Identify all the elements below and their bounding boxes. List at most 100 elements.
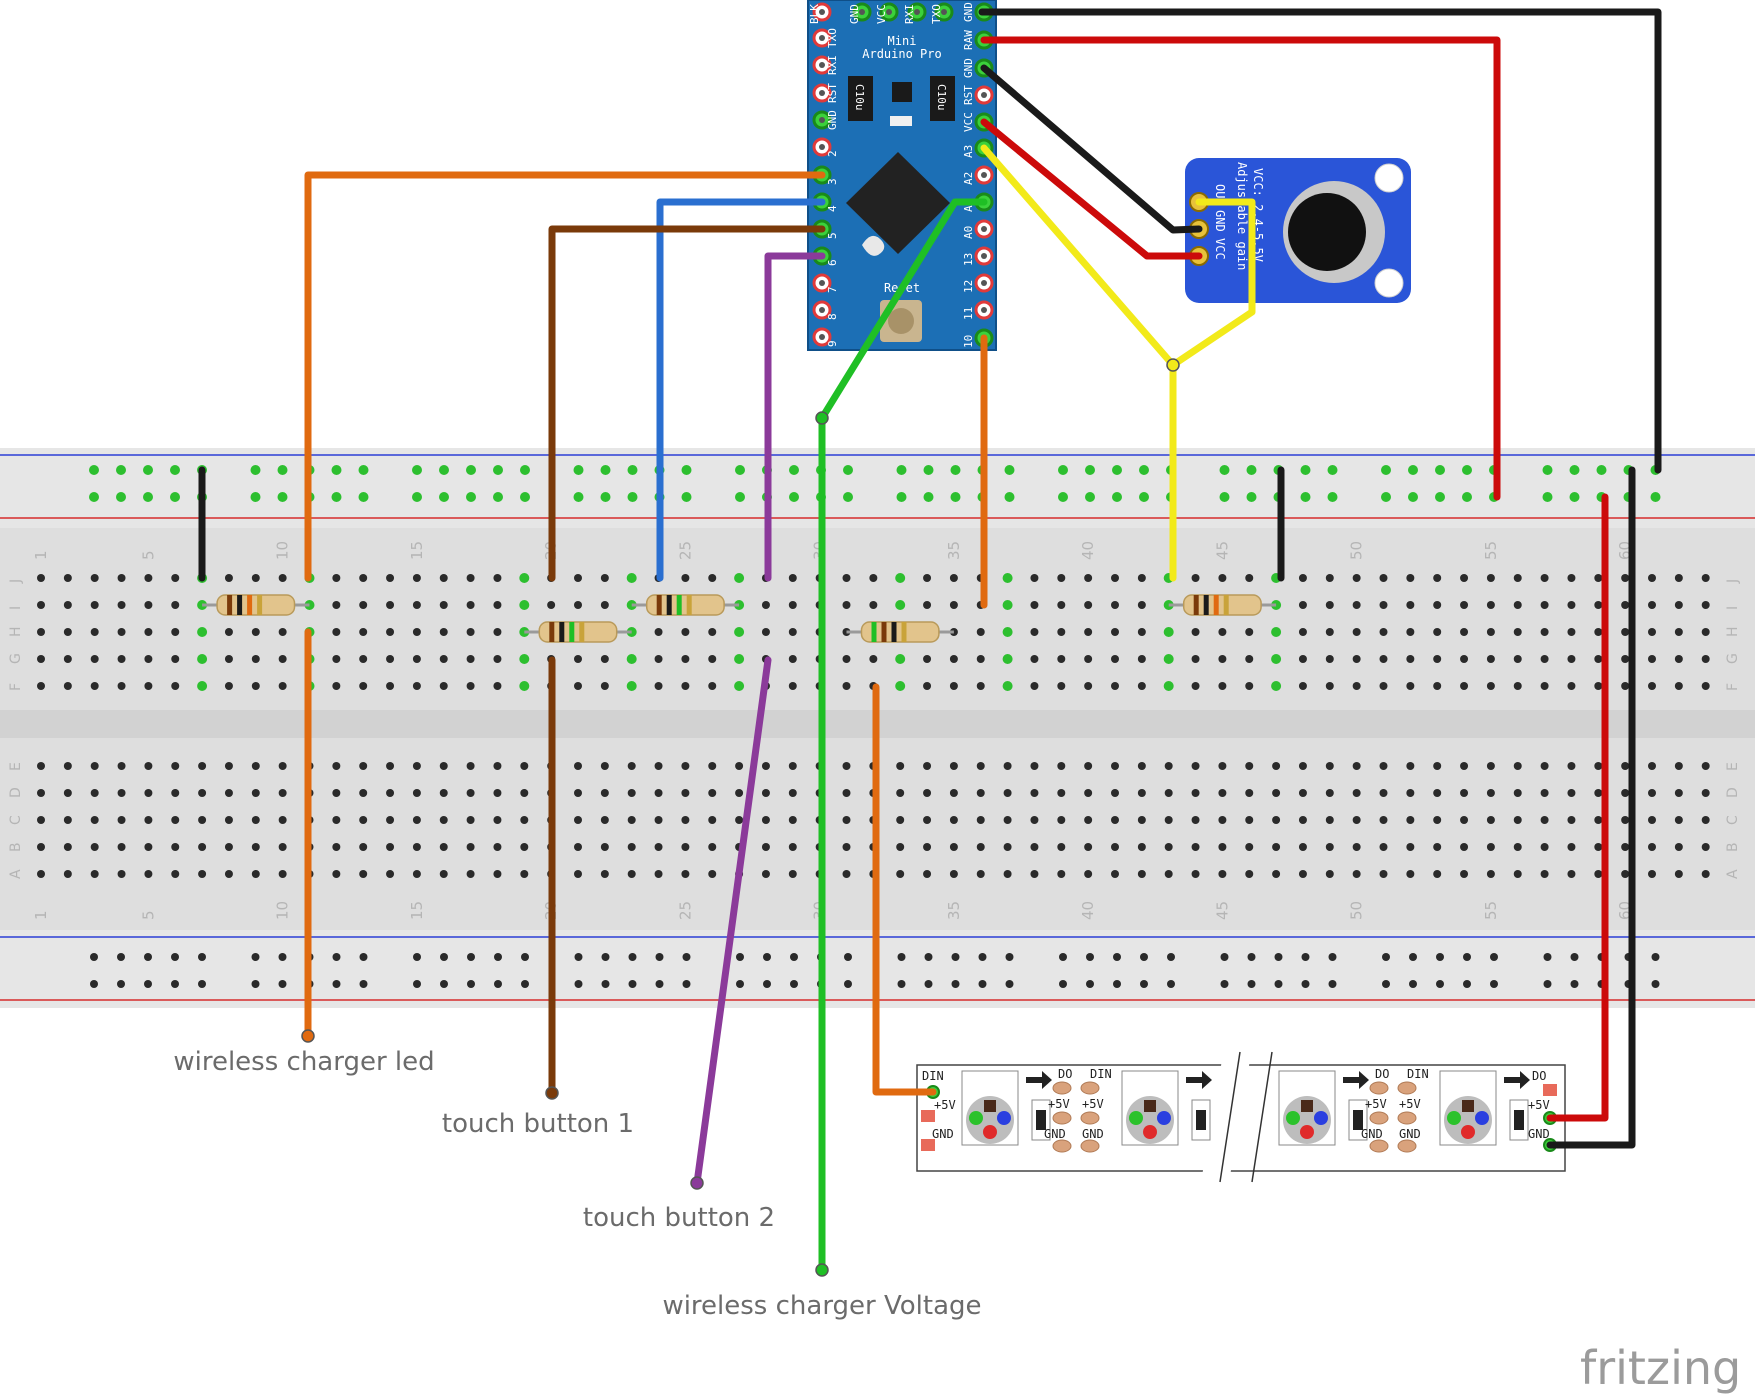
column-number: 1 xyxy=(32,910,50,920)
rail-hole xyxy=(1247,953,1256,961)
breadboard-hole xyxy=(1002,654,1013,664)
rail-hole xyxy=(763,953,771,961)
strip-pad-label: GND xyxy=(1361,1127,1383,1141)
strip-pad-label: GND xyxy=(1044,1127,1066,1141)
rail-hole xyxy=(1112,465,1122,475)
strip-do-label-end: DO xyxy=(1532,1069,1546,1083)
breadboard-hole xyxy=(1701,870,1710,878)
rail-hole xyxy=(600,492,611,502)
rail-hole xyxy=(950,465,961,475)
arduino-right-pin-label: A2 xyxy=(962,172,975,185)
breadboard-hole xyxy=(1084,789,1093,797)
breadboard-hole xyxy=(1460,816,1469,824)
arduino-left-pin-label: TXO xyxy=(826,28,839,48)
breadboard-hole xyxy=(1594,574,1603,582)
breadboard-hole xyxy=(1111,682,1119,690)
breadboard-hole xyxy=(734,573,745,583)
breadboard-hole xyxy=(1540,762,1549,770)
breadboard-hole xyxy=(1137,762,1146,770)
breadboard-hole xyxy=(63,789,72,797)
breadboard-hole xyxy=(1137,574,1146,582)
column-number: 55 xyxy=(1482,901,1500,920)
breadboard-hole xyxy=(1111,789,1119,797)
breadboard-hole xyxy=(37,816,45,824)
rail-hole xyxy=(493,492,503,502)
rail-hole xyxy=(978,980,987,988)
rail-hole xyxy=(440,953,448,961)
breadboard-hole xyxy=(1513,816,1522,824)
breadboard-hole xyxy=(1674,682,1683,690)
rail-hole xyxy=(601,980,610,988)
breadboard-hole xyxy=(923,870,932,878)
rail-hole xyxy=(89,465,99,475)
arduino-top-pin-label: GND xyxy=(848,4,861,24)
breadboard-hole xyxy=(1513,870,1522,878)
breadboard-hole xyxy=(493,816,502,824)
breadboard-hole xyxy=(171,628,180,636)
breadboard-hole xyxy=(1272,816,1281,824)
breadboard-hole xyxy=(171,762,180,770)
breadboard-hole xyxy=(1002,681,1013,691)
strip-din-label: DIN xyxy=(922,1069,944,1083)
breadboard-hole xyxy=(708,789,717,797)
rail-hole xyxy=(923,492,934,502)
breadboard-hole xyxy=(1621,655,1630,663)
rail-hole xyxy=(951,953,960,961)
breadboard-hole xyxy=(1379,789,1388,797)
breadboard-hole xyxy=(1701,762,1710,770)
rail-hole xyxy=(358,465,369,475)
capacitor-1-label: C10u xyxy=(853,84,866,111)
wire-endpoint xyxy=(301,1029,315,1043)
breadboard-hole xyxy=(1567,843,1576,851)
rail-hole xyxy=(251,980,260,988)
breadboard-hole xyxy=(681,843,690,851)
rail-hole xyxy=(1112,492,1122,502)
breadboard-hole xyxy=(117,789,126,797)
rail-hole xyxy=(358,492,369,502)
breadboard-hole xyxy=(1540,655,1549,663)
column-number: 15 xyxy=(408,901,426,920)
breadboard-hole xyxy=(1567,601,1576,609)
rail-hole xyxy=(143,465,153,475)
breadboard-hole xyxy=(412,628,421,636)
rail-hole xyxy=(1300,492,1311,502)
rail-hole xyxy=(520,492,530,502)
breadboard-hole xyxy=(412,843,421,851)
breadboard-hole xyxy=(1218,762,1227,770)
breadboard-hole xyxy=(923,843,932,851)
breadboard-hole xyxy=(842,843,851,851)
wire-endpoint xyxy=(815,411,829,425)
column-number: 15 xyxy=(408,541,426,560)
rail-hole xyxy=(413,953,421,961)
rail-hole xyxy=(1543,953,1552,961)
capacitor-2 xyxy=(930,76,955,121)
breadboard-hole xyxy=(171,655,180,663)
breadboard-hole xyxy=(332,655,341,663)
breadboard-hole xyxy=(923,574,932,582)
breadboard-hole xyxy=(90,762,99,770)
breadboard-hole xyxy=(332,816,341,824)
breadboard-hole xyxy=(1540,789,1549,797)
breadboard-hole xyxy=(895,573,906,583)
breadboard-hole xyxy=(574,843,582,851)
breadboard-hole xyxy=(1379,601,1388,609)
breadboard-hole xyxy=(251,682,260,690)
breadboard-hole xyxy=(466,870,475,878)
row-letter: C xyxy=(1725,815,1741,825)
rail-hole xyxy=(1409,953,1417,961)
breadboard-hole xyxy=(1218,870,1227,878)
breadboard-hole xyxy=(976,843,985,851)
breadboard-hole xyxy=(359,789,368,797)
breadboard-hole xyxy=(144,789,153,797)
breadboard-hole xyxy=(923,682,932,690)
rail-hole xyxy=(171,980,179,988)
breadboard-hole xyxy=(1701,843,1710,851)
breadboard-hole xyxy=(1030,682,1039,690)
breadboard-hole xyxy=(37,870,45,878)
breadboard-hole xyxy=(923,601,932,609)
breadboard-hole xyxy=(1567,574,1576,582)
breadboard-hole xyxy=(117,816,126,824)
breadboard-hole xyxy=(144,843,153,851)
arduino-title-1: Mini xyxy=(888,34,917,48)
